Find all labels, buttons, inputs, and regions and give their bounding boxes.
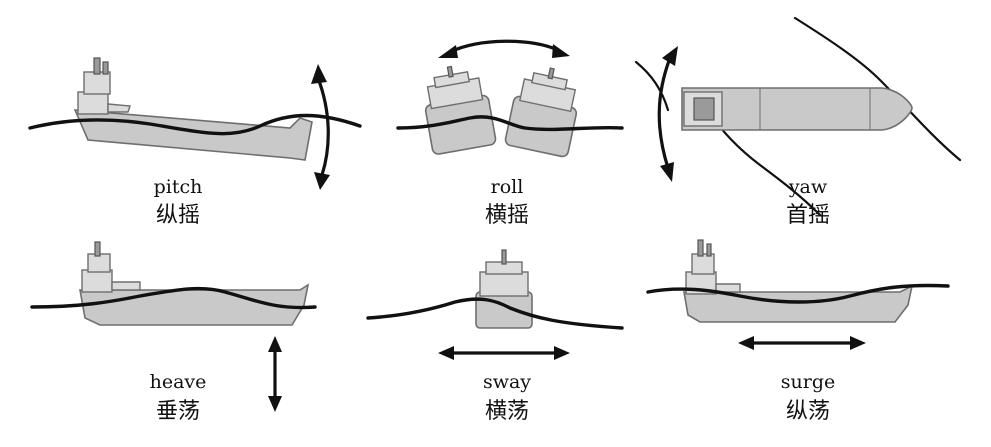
pitch-arrow [311, 64, 330, 190]
surge-panel: surge 纵荡 [646, 239, 950, 424]
heave-label-zh: 垂荡 [156, 399, 200, 424]
yaw-arrow [657, 46, 678, 182]
roll-panel: roll 横摇 [396, 39, 624, 228]
heave-waterline [30, 286, 317, 310]
heave-ship [79, 241, 310, 326]
roll-label-en: roll [491, 176, 524, 198]
roll-ship-left [424, 65, 497, 155]
surge-arrow [738, 336, 866, 350]
yaw-ship [681, 87, 913, 131]
surge-ship [683, 239, 914, 323]
heave-label-en: heave [150, 371, 207, 393]
pitch-label-en: pitch [154, 176, 203, 198]
roll-waterline [396, 115, 624, 132]
yaw-label-en: yaw [788, 176, 828, 198]
pitch-waterline [28, 113, 362, 136]
sway-arrow [438, 346, 570, 360]
yaw-panel: yaw 首摇 [634, 16, 962, 228]
heave-panel: heave 垂荡 [30, 241, 317, 424]
pitch-ship [73, 57, 313, 161]
yaw-label-zh: 首摇 [786, 203, 830, 228]
roll-ship-right [504, 67, 578, 158]
roll-arrow [438, 39, 570, 58]
surge-label-zh: 纵荡 [786, 399, 830, 424]
sway-panel: sway 横荡 [366, 249, 624, 424]
pitch-panel: pitch 纵摇 [28, 57, 362, 228]
roll-label-zh: 横摇 [485, 203, 529, 228]
yaw-arrow-guide [634, 60, 670, 112]
sway-label-en: sway [483, 371, 531, 393]
surge-waterline [646, 283, 950, 304]
surge-label-en: surge [781, 371, 835, 393]
pitch-label-zh: 纵摇 [156, 203, 200, 228]
yaw-wake-upper [793, 16, 962, 162]
sway-label-zh: 横荡 [485, 399, 529, 424]
sway-waterline [366, 297, 624, 330]
sway-ship [475, 249, 533, 329]
heave-arrow [268, 336, 282, 412]
